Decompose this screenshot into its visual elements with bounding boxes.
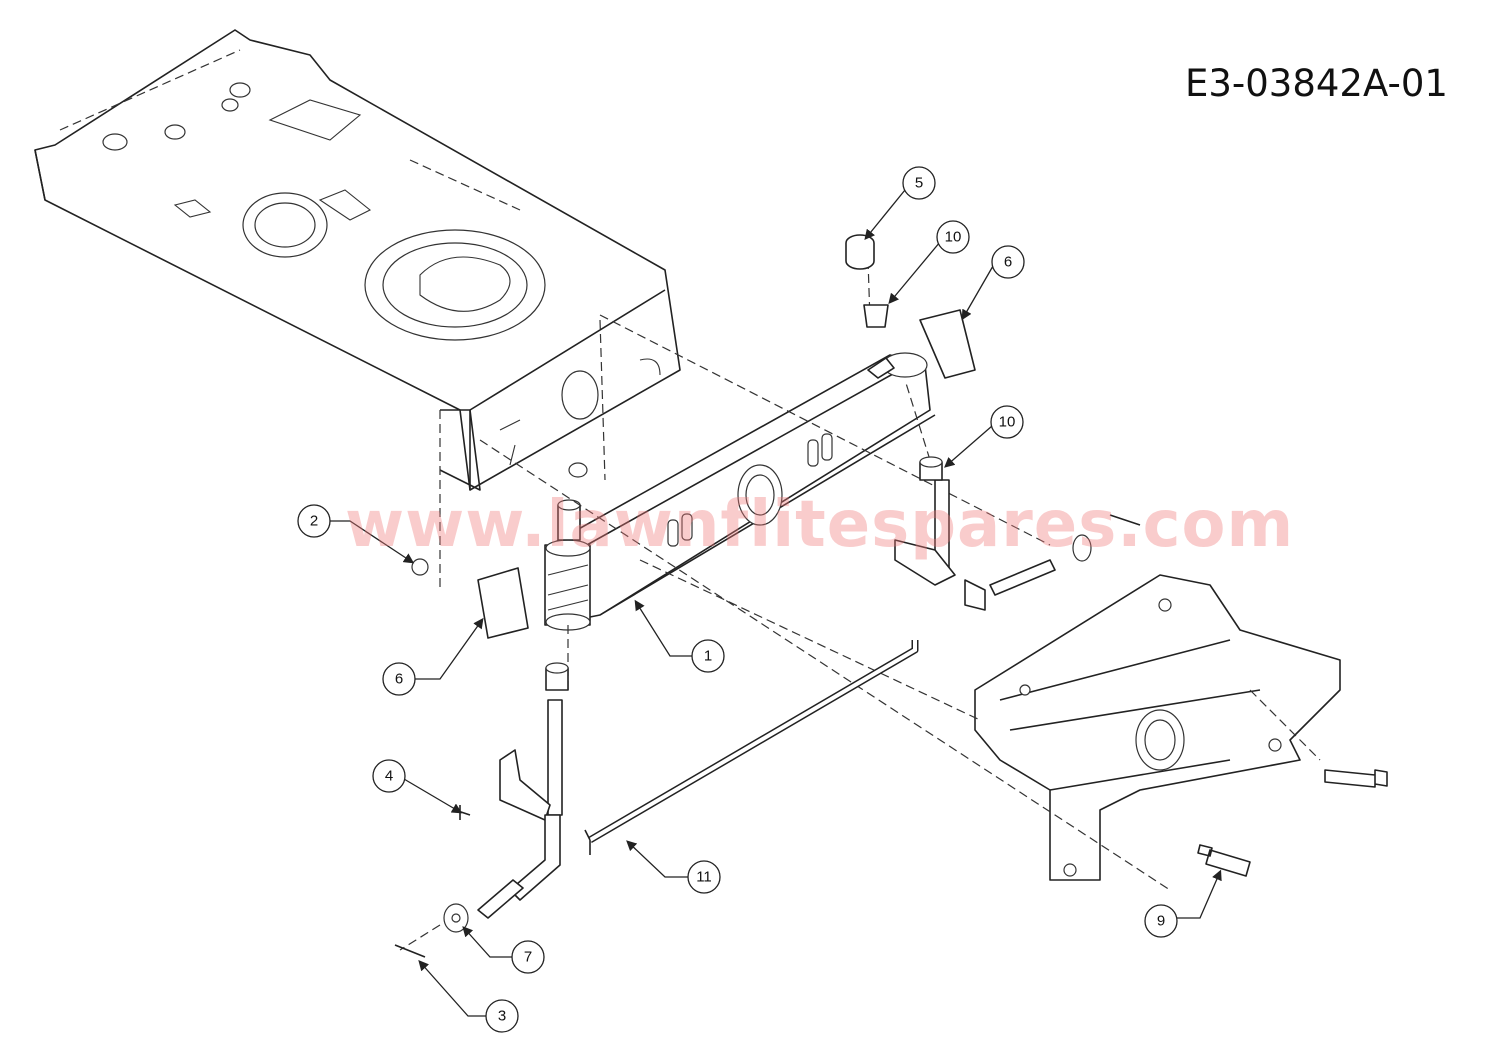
bolt <box>1197 844 1251 877</box>
callout-label: 6 <box>1004 254 1012 271</box>
callout-label: 2 <box>310 513 318 530</box>
bushing-sleeve <box>919 309 976 379</box>
front-axle-bracket <box>974 574 1341 881</box>
cap <box>845 234 875 270</box>
callout-label: 10 <box>999 414 1016 431</box>
callout-6: 6 <box>961 245 1025 321</box>
bolt <box>1324 769 1388 788</box>
assembly-line <box>1249 689 1321 761</box>
callout-label: 6 <box>395 671 403 688</box>
callout-label: 9 <box>1157 913 1165 930</box>
callout-label: 11 <box>696 869 712 886</box>
callout-10: 10 <box>888 220 970 304</box>
callout-1: 1 <box>634 599 725 673</box>
assembly-line <box>399 625 569 951</box>
left-spindle <box>477 662 569 919</box>
callout-4: 4 <box>372 759 463 814</box>
assembly-line <box>479 439 1171 891</box>
callout-label: 7 <box>524 949 532 966</box>
tie-rod <box>584 640 919 855</box>
assembly-line <box>639 559 981 721</box>
callout-10: 10 <box>944 405 1024 468</box>
callout-label: 5 <box>915 175 923 192</box>
callout-label: 10 <box>945 229 962 246</box>
callout-6: 6 <box>382 617 484 696</box>
callout-11: 11 <box>626 840 721 894</box>
callout-3: 3 <box>418 960 519 1033</box>
chassis-frame <box>34 29 681 590</box>
diagram-code: E3-03842A-01 <box>1185 62 1448 105</box>
callout-label: 4 <box>385 768 393 785</box>
callout-5: 5 <box>864 166 936 241</box>
front-axle-beam <box>544 352 936 631</box>
callout-label: 1 <box>704 648 712 665</box>
right-spindle <box>894 456 1056 611</box>
small-hardware <box>394 234 1388 958</box>
bushing <box>863 304 889 328</box>
callout-7: 7 <box>462 926 545 974</box>
callout-2: 2 <box>297 504 415 564</box>
assembly-line <box>599 314 1051 546</box>
bushing-sleeve <box>477 567 529 639</box>
callout-9: 9 <box>1144 869 1222 938</box>
callout-label: 3 <box>498 1008 506 1025</box>
